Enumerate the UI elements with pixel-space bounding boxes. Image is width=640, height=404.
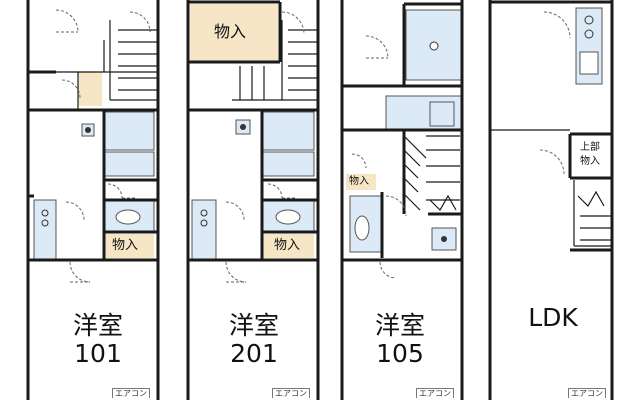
stairs-icon — [232, 20, 318, 101]
washbasin-icon — [261, 151, 315, 177]
unit-201 — [186, 0, 320, 400]
aircon-label-ldk: エアコン — [568, 388, 606, 398]
aircon-label-105: エアコン — [416, 388, 454, 398]
stairs-icon — [109, 20, 158, 101]
bathtub-icon — [261, 111, 315, 151]
unit-105 — [340, 0, 464, 400]
bathtub-icon — [103, 111, 155, 151]
stove-icon — [584, 29, 594, 39]
room-label-101: 洋室 — [72, 311, 123, 340]
storage-label-105: 物入 — [349, 176, 369, 187]
aircon-label-101: エアコン — [112, 388, 150, 398]
aircon-label-201: エアコン — [272, 388, 310, 398]
kitchen-counter-icon — [191, 199, 217, 261]
stove-icon — [200, 209, 208, 217]
toilet-icon — [115, 209, 141, 225]
washbasin-icon — [429, 101, 455, 127]
stove-icon — [200, 219, 208, 227]
toilet-icon — [275, 209, 301, 225]
upper-storage-label-line1: 上部 — [580, 142, 600, 153]
storage-fill — [78, 72, 102, 106]
room-label-ldk: LDK — [528, 303, 578, 332]
stairs-icon — [403, 135, 460, 211]
storage-top-label-201: 物入 — [214, 22, 247, 41]
storage-fill — [262, 234, 314, 258]
storage-fill — [104, 234, 154, 258]
room-label-201: 洋室 — [228, 311, 279, 340]
stove-icon — [584, 15, 594, 25]
washer-drain-icon — [85, 127, 91, 133]
washer-drain-icon — [240, 124, 246, 130]
unit-101 — [26, 0, 160, 400]
upper-storage-label-line2: 物入 — [580, 156, 600, 167]
room-number-101: 101 — [74, 339, 122, 368]
storage-label-101: 物入 — [112, 238, 139, 253]
stove-icon — [41, 219, 49, 227]
sink-icon — [579, 51, 599, 75]
room-number-105: 105 — [376, 339, 424, 368]
bath-drain-icon — [429, 41, 439, 51]
storage-fill — [346, 174, 376, 190]
stairs-icon — [573, 180, 612, 247]
room-label-105: 洋室 — [374, 311, 425, 340]
room-number-201: 201 — [230, 339, 278, 368]
washer-drain-icon — [441, 236, 447, 242]
storage-label-201: 物入 — [274, 238, 301, 253]
kitchen-counter-icon — [33, 199, 57, 261]
toilet-icon — [354, 215, 370, 241]
storage-fill — [190, 4, 278, 62]
washbasin-icon — [103, 151, 155, 177]
unit-ldk — [488, 0, 614, 400]
stove-icon — [41, 209, 49, 217]
